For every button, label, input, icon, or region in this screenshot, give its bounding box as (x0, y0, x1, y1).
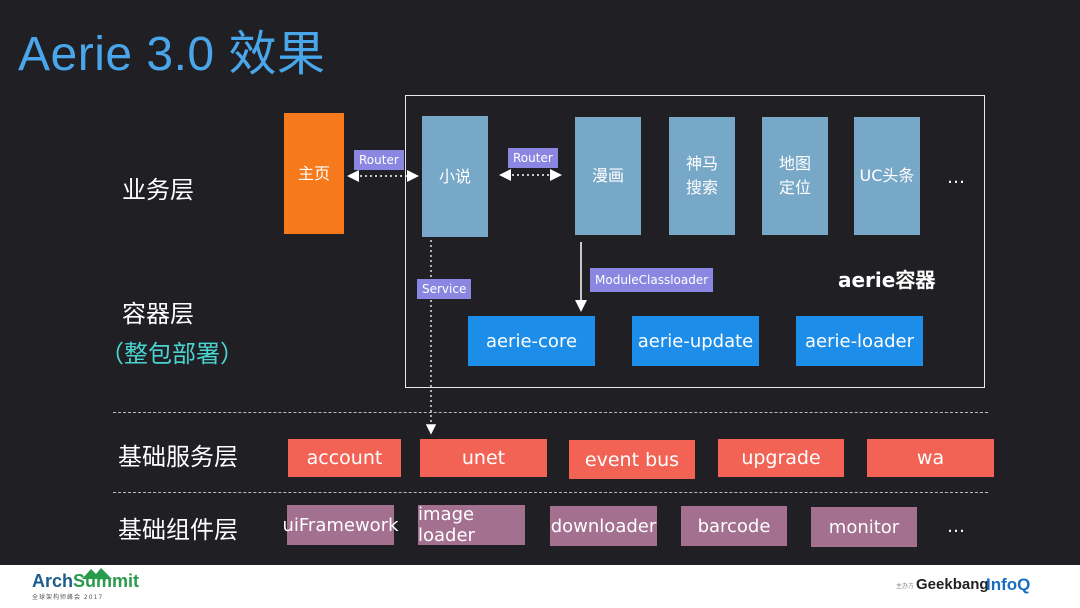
layer-label-container-sub: （整包部署） (100, 340, 244, 368)
service-label: event bus (584, 448, 680, 471)
map-box: 地图定位 (762, 117, 828, 235)
aerie-loader-label: aerie-loader (804, 330, 915, 352)
archsummit-mountain-icon (82, 568, 112, 579)
aerie-core-box: aerie-core (468, 316, 595, 366)
business-more: … (947, 167, 967, 188)
service-account: account (288, 439, 401, 477)
module-classloader-tag: ModuleClassloader (590, 268, 714, 292)
service-unet: unet (420, 439, 547, 477)
service-tag: Service (417, 279, 472, 299)
layer-label-business: 业务层 (122, 176, 194, 204)
component-label: uiFramework (282, 514, 399, 536)
organizer-label: 主办方 (896, 583, 915, 590)
uc-news-box: UC头条 (854, 117, 920, 235)
service-label: unet (461, 447, 506, 469)
router-tag-2: Router (508, 148, 558, 168)
service-wa: wa (867, 439, 994, 477)
archsummit-logo-a: Arch (32, 571, 74, 591)
footer-bar: ArchSummit 全球架构师峰会 2017 主办方 Geekbang Inf… (0, 565, 1080, 608)
aerie-core-label: aerie-core (485, 330, 578, 352)
component-downloader: downloader (550, 506, 657, 546)
map-label-2: 定位 (778, 178, 811, 197)
map-label-1: 地图 (778, 154, 811, 173)
component-label: downloader (550, 515, 657, 537)
divider-top (113, 412, 988, 413)
slide-title: Aerie 3.0 效果 (18, 28, 326, 81)
component-uiframework: uiFramework (282, 505, 399, 545)
layer-label-base-service: 基础服务层 (118, 443, 238, 471)
service-upgrade: upgrade (718, 439, 844, 477)
layer-label-container: 容器层 (122, 300, 194, 328)
divider-bottom (113, 492, 988, 493)
aerie-container-frame (405, 95, 985, 388)
comic-label: 漫画 (591, 166, 624, 185)
shenma-label-1: 神马 (685, 154, 718, 173)
service-label: upgrade (741, 447, 821, 469)
router-tag-1: Router (354, 150, 404, 170)
component-label: barcode (697, 515, 771, 537)
shenma-label-2: 搜索 (685, 178, 718, 197)
uc-news-label: UC头条 (859, 166, 915, 185)
components-more: … (947, 516, 967, 537)
comic-box: 漫画 (575, 117, 641, 235)
service-label: account (306, 447, 383, 469)
component-image-loader: image loader (418, 504, 525, 546)
home-label: 主页 (297, 163, 330, 183)
infoq-logo: InfoQ (986, 575, 1031, 594)
aerie-container-label: aerie容器 (838, 268, 936, 292)
component-monitor: monitor (811, 507, 917, 547)
shenma-box: 神马搜索 (669, 117, 735, 235)
component-label: image loader (418, 504, 475, 546)
aerie-loader-box: aerie-loader (796, 316, 923, 366)
component-barcode: barcode (681, 506, 787, 546)
service-label: wa (916, 447, 945, 469)
aerie-update-label: aerie-update (637, 330, 754, 352)
service-event-bus: event bus (569, 440, 695, 479)
archsummit-subtitle: 全球架构师峰会 2017 (32, 594, 104, 601)
component-label: monitor (828, 516, 900, 538)
novel-label: 小说 (438, 166, 471, 186)
novel-box: 小说 (422, 116, 488, 237)
home-box: 主页 (284, 113, 344, 234)
layer-label-base-component: 基础组件层 (118, 516, 238, 544)
geekbang-logo: Geekbang (916, 576, 989, 593)
aerie-update-box: aerie-update (632, 316, 759, 366)
